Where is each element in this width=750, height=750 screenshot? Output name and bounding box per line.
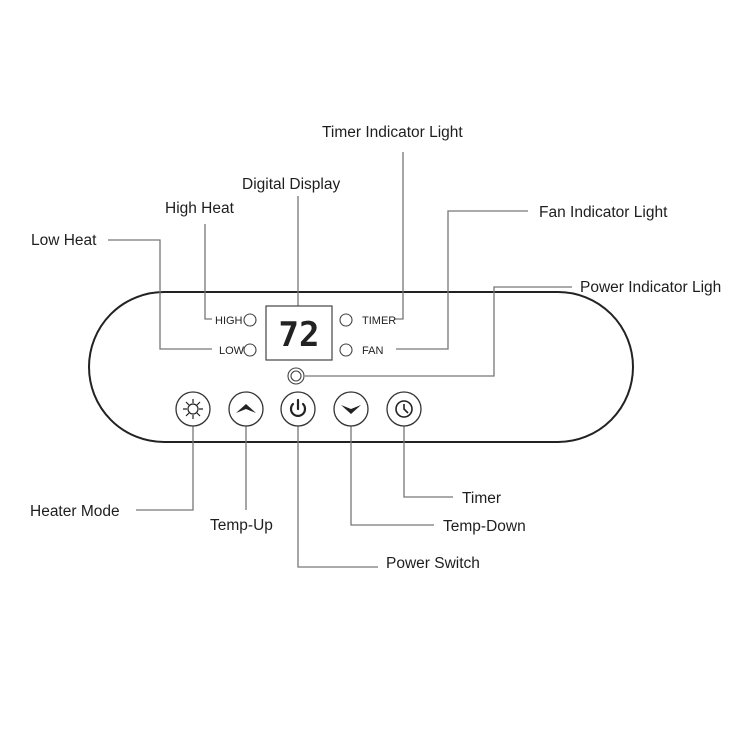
digital-display [265, 305, 333, 361]
leader-timer-indicator [394, 152, 404, 320]
callout-power-indicator-light: Power Indicator Ligh [580, 279, 721, 296]
power-icon [289, 398, 307, 417]
power-switch-button[interactable] [280, 391, 316, 427]
callout-power-switch: Power Switch [386, 555, 480, 572]
leader-power-switch [297, 426, 378, 568]
sun-icon [183, 399, 203, 419]
temp-down-button[interactable] [333, 391, 369, 427]
callout-digital-display: Digital Display [242, 176, 340, 193]
low-label: LOW [219, 345, 245, 357]
high-indicator-light [243, 313, 257, 327]
control-panel [88, 291, 634, 443]
callout-timer: Timer [462, 490, 501, 507]
callout-fan-indicator-light: Fan Indicator Light [539, 204, 668, 221]
callout-temp-down: Temp-Down [443, 518, 526, 535]
leader-timer [403, 426, 453, 498]
display-value: 72 [279, 315, 320, 355]
leader-high-heat [204, 224, 212, 320]
callout-low-heat: Low Heat [31, 232, 97, 249]
power-indicator-light [287, 367, 305, 385]
leader-power-indicator [305, 286, 572, 377]
clock-icon [395, 400, 413, 418]
timer-button[interactable] [386, 391, 422, 427]
high-label: HIGH [215, 315, 243, 327]
leader-fan-indicator [396, 210, 528, 350]
timer-indicator-light [339, 313, 353, 327]
leader-lines [108, 152, 572, 568]
leader-temp-down [350, 426, 434, 526]
callout-timer-indicator-light: Timer Indicator Light [322, 124, 463, 141]
low-indicator-light [243, 343, 257, 357]
callout-high-heat: High Heat [165, 200, 235, 217]
callout-heater-mode: Heater Mode [30, 503, 120, 520]
fan-label: FAN [362, 345, 383, 357]
chevron-up-icon [236, 404, 256, 413]
chevron-down-icon [341, 405, 361, 414]
leader-low-heat [108, 239, 212, 350]
timer-label: TIMER [362, 315, 396, 327]
fan-indicator-light [339, 343, 353, 357]
callout-temp-up: Temp-Up [210, 517, 273, 534]
leader-heater-mode [136, 426, 194, 511]
heater-mode-button[interactable] [175, 391, 211, 427]
temp-up-button[interactable] [228, 391, 264, 427]
